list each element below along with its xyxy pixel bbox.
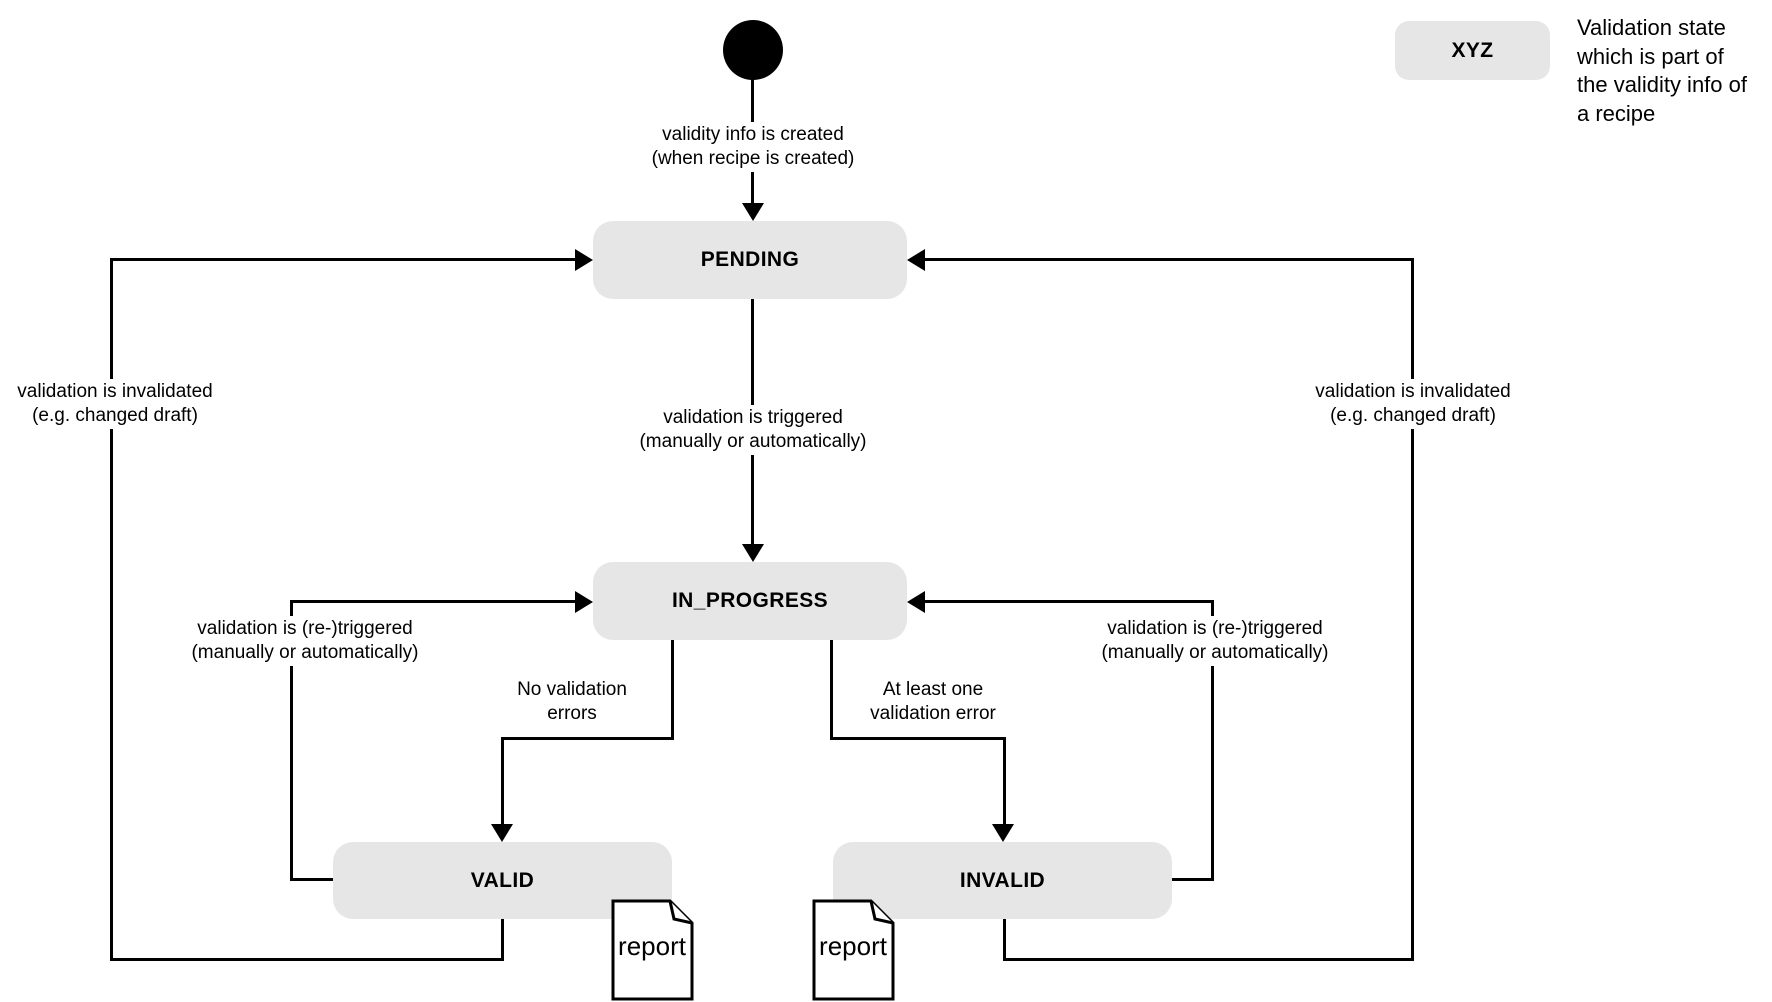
edge-inprogress-to-invalid-segment [1003,737,1006,825]
edge-invalid-to-pending-segment [925,258,1414,261]
edge-label-invalidated-left: validation is invalidated (e.g. changed … [12,379,218,429]
edge-invalid-to-pending-segment [1411,258,1414,961]
artifact-report-invalid: report [812,899,896,1002]
legend-description: Validation state which is part of the va… [1577,15,1747,126]
arrowhead-right-icon [575,591,593,613]
arrowhead-right-icon [575,249,593,271]
edge-valid-to-pending-segment [110,258,113,961]
artifact-report-valid: report [611,899,695,1002]
document-icon [812,899,895,1001]
arrowhead-down-icon [742,544,764,562]
initial-state-node [723,20,783,80]
arrowhead-down-icon [491,824,513,842]
edge-valid-to-inprogress-segment [290,600,293,881]
edge-inprogress-to-invalid-segment [830,640,833,739]
edge-inprogress-to-invalid-segment [830,737,1006,740]
arrowhead-left-icon [907,591,925,613]
state-pending: PENDING [593,221,907,299]
edge-label-triggered: validation is triggered (manually or aut… [634,405,872,455]
edge-valid-to-pending-segment [501,919,504,961]
edge-valid-to-inprogress-segment [290,878,334,881]
edge-label-created: validity info is created (when recipe is… [646,122,860,172]
report-label: report [618,931,686,961]
arrowhead-left-icon [907,249,925,271]
arrowhead-down-icon [992,824,1014,842]
edge-valid-to-inprogress-segment [290,600,577,603]
edge-invalid-to-inprogress-segment [1172,878,1214,881]
edge-label-at-least-one-error: At least one validation error [865,677,1001,727]
report-label: report [819,931,887,961]
edge-invalid-to-pending-segment [1003,919,1006,961]
edge-label-retriggered-left: validation is (re-)triggered (manually o… [186,616,424,666]
legend-sample-state: XYZ [1395,21,1550,80]
edge-invalid-to-pending-segment [1003,958,1414,961]
edge-inprogress-to-valid-segment [501,737,504,825]
arrowhead-down-icon [742,203,764,221]
edge-valid-to-pending-segment [110,958,504,961]
document-icon [611,899,694,1001]
state-invalid: INVALID [833,842,1172,919]
edge-label-invalidated-right: validation is invalidated (e.g. changed … [1310,379,1516,429]
edge-invalid-to-inprogress-segment [925,600,1214,603]
edge-invalid-to-inprogress-segment [1211,600,1214,881]
edge-valid-to-pending-segment [110,258,577,261]
edge-inprogress-to-valid-segment [501,737,674,740]
edge-inprogress-to-valid-segment [671,640,674,739]
edge-label-retriggered-right: validation is (re-)triggered (manually o… [1096,616,1334,666]
state-in-progress: IN_PROGRESS [593,562,907,640]
edge-label-no-errors: No validation errors [512,677,632,727]
